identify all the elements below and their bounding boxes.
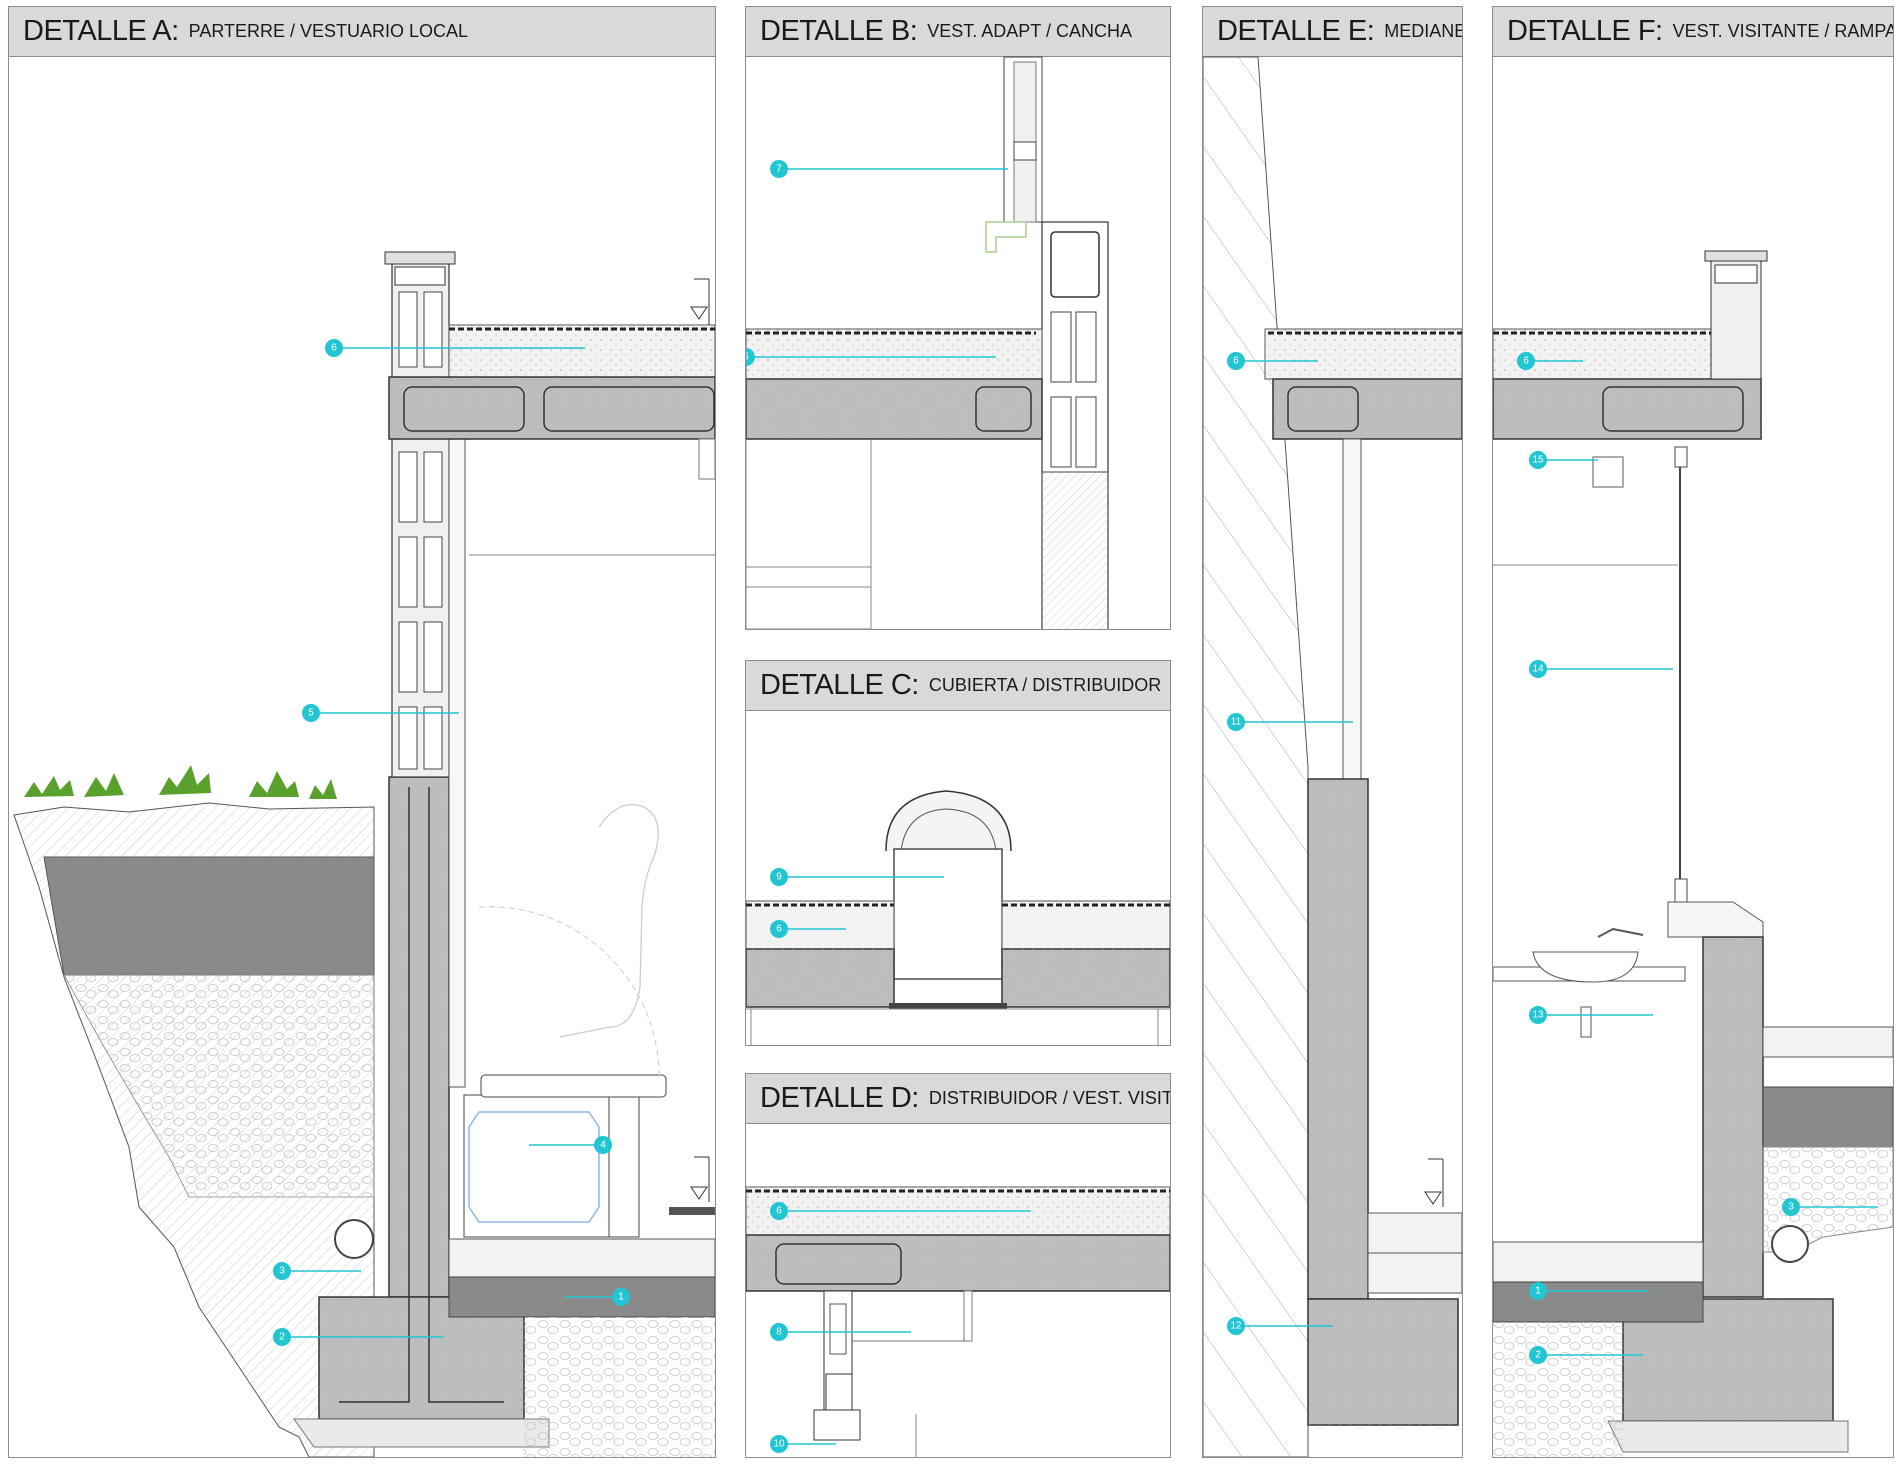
detail-e-subtitle: MEDIANERA [1384, 21, 1462, 41]
svg-text:6: 6 [776, 924, 782, 935]
svg-text:7: 7 [776, 164, 782, 175]
svg-text:10: 10 [773, 1439, 785, 1450]
svg-text:14: 14 [1532, 664, 1544, 675]
marker-a-5[interactable]: 5 [302, 704, 320, 722]
svg-text:2: 2 [1535, 1350, 1541, 1361]
svg-text:12: 12 [1230, 1321, 1242, 1332]
detail-f-drawing: 6 15 14 13 3 1 2 [1493, 250, 1893, 1457]
detail-e-title: DETALLE E: [1217, 15, 1375, 47]
marker-a-4[interactable]: 4 [594, 1136, 612, 1154]
svg-text:8: 8 [776, 1327, 782, 1338]
svg-text:6: 6 [746, 352, 749, 363]
marker-f-3[interactable]: 3 [1782, 1198, 1800, 1216]
detail-c-title: DETALLE C: [760, 669, 919, 701]
detail-b-drawing: 7 6 [746, 56, 1109, 629]
marker-f-6[interactable]: 6 [1517, 352, 1535, 370]
detail-a-subtitle: PARTERRE / VESTUARIO LOCAL [188, 21, 469, 41]
marker-d-6[interactable]: 6 [770, 1202, 788, 1220]
svg-text:3: 3 [279, 1266, 285, 1277]
marker-c-9[interactable]: 9 [770, 868, 788, 886]
marker-a-1[interactable]: 1 [612, 1288, 630, 1306]
marker-f-2[interactable]: 2 [1529, 1346, 1547, 1364]
marker-d-8[interactable]: 8 [770, 1323, 788, 1341]
detail-d-panel: DETALLE D: DISTRIBUIDOR / VEST. VISITANT… [745, 1073, 1171, 1458]
detail-f-panel: DETALLE F: VEST. VISITANTE / RAMPA EXT. [1492, 6, 1894, 1458]
detail-f-title: DETALLE F: [1507, 15, 1663, 47]
detail-c-panel: DETALLE C: CUBIERTA / DISTRIBUIDOR 9 6 [745, 660, 1171, 1046]
svg-text:6: 6 [1233, 356, 1239, 367]
plant-icon [24, 765, 337, 799]
marker-a-2[interactable]: 2 [273, 1328, 291, 1346]
detail-d-subtitle: DISTRIBUIDOR / VEST. VISITANTE [928, 1088, 1171, 1108]
svg-text:6: 6 [776, 1206, 782, 1217]
detail-a-header: DETALLE A: PARTERRE / VESTUARIO LOCAL [9, 7, 715, 57]
marker-e-11[interactable]: 11 [1227, 713, 1245, 731]
svg-text:1: 1 [1535, 1286, 1541, 1297]
svg-text:4: 4 [600, 1140, 606, 1151]
marker-e-12[interactable]: 12 [1227, 1317, 1245, 1335]
svg-text:5: 5 [308, 708, 314, 719]
detail-b-panel: DETALLE B: VEST. ADAPT / CANCHA 7 [745, 6, 1171, 630]
svg-text:2: 2 [279, 1332, 285, 1343]
detail-e-header: DETALLE E: MEDIANERA [1203, 7, 1462, 57]
detail-d-header: DETALLE D: DISTRIBUIDOR / VEST. VISITANT… [746, 1074, 1170, 1124]
marker-d-10[interactable]: 10 [770, 1435, 788, 1453]
marker-b-7[interactable]: 7 [770, 160, 788, 178]
marker-a-3[interactable]: 3 [273, 1262, 291, 1280]
detail-f-header: DETALLE F: VEST. VISITANTE / RAMPA EXT. [1493, 7, 1893, 57]
detail-d-title: DETALLE D: [760, 1082, 919, 1114]
detail-e-panel: DETALLE E: MEDIANERA 6 11 12 [1202, 6, 1463, 1458]
marker-f-13[interactable]: 13 [1529, 1006, 1547, 1024]
svg-text:1: 1 [618, 1292, 624, 1303]
marker-f-15[interactable]: 15 [1529, 451, 1547, 469]
marker-c-6[interactable]: 6 [770, 920, 788, 938]
svg-text:11: 11 [1231, 717, 1242, 728]
detail-c-subtitle: CUBIERTA / DISTRIBUIDOR [928, 675, 1162, 695]
svg-text:9: 9 [776, 872, 782, 883]
detail-d-drawing: 6 8 10 [746, 1186, 1170, 1457]
detail-a-panel: DETALLE A: PARTERRE / VESTUARIO LOCAL [8, 6, 716, 1458]
marker-f-14[interactable]: 14 [1529, 660, 1547, 678]
detail-b-subtitle: VEST. ADAPT / CANCHA [927, 21, 1132, 41]
detail-b-header: DETALLE B: VEST. ADAPT / CANCHA [746, 7, 1170, 57]
svg-text:15: 15 [1532, 455, 1544, 466]
detail-a-drawing: 6 5 4 3 2 1 [13, 251, 715, 1457]
svg-text:6: 6 [1523, 356, 1529, 367]
detail-c-drawing: 9 6 [746, 790, 1170, 1045]
detail-f-subtitle: VEST. VISITANTE / RAMPA EXT. [1672, 21, 1894, 41]
marker-f-1[interactable]: 1 [1529, 1282, 1547, 1300]
detail-a-title: DETALLE A: [23, 15, 179, 47]
svg-text:13: 13 [1532, 1010, 1544, 1021]
marker-e-6[interactable]: 6 [1227, 352, 1245, 370]
detail-c-header: DETALLE C: CUBIERTA / DISTRIBUIDOR [746, 661, 1170, 711]
detail-b-title: DETALLE B: [760, 15, 918, 47]
detail-e-drawing: 6 11 12 [1203, 56, 1462, 1457]
marker-a-6[interactable]: 6 [325, 339, 343, 357]
marker-b-6[interactable]: 6 [746, 348, 755, 366]
svg-text:3: 3 [1788, 1202, 1794, 1213]
svg-text:6: 6 [331, 343, 337, 354]
